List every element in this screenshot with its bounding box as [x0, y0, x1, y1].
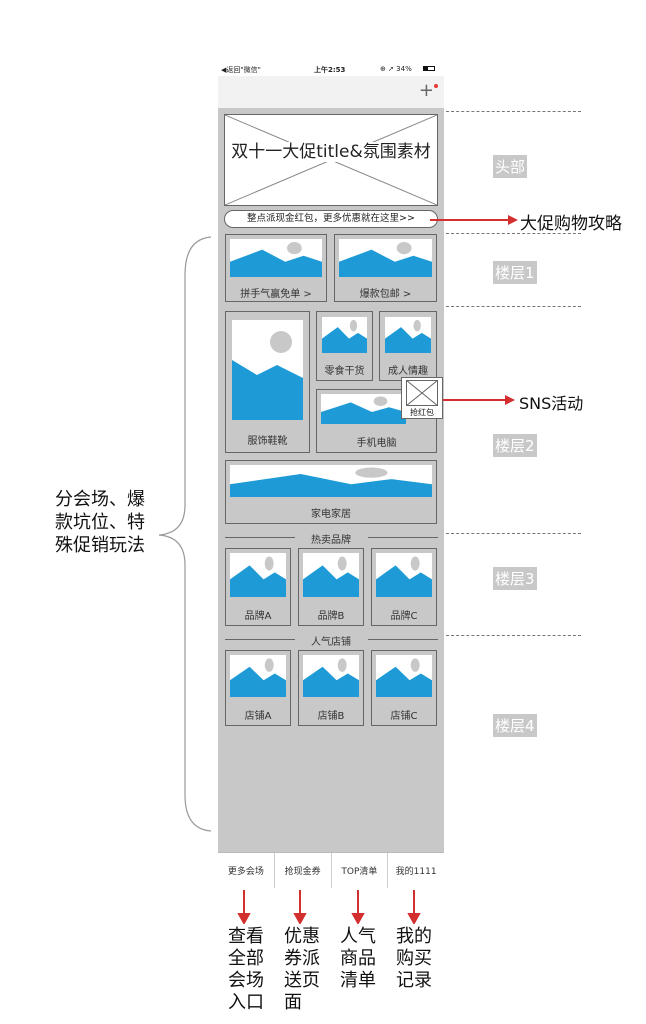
shop-card-a[interactable]: 店铺A: [225, 650, 291, 726]
card-label: 成人情趣: [388, 366, 428, 377]
header-banner[interactable]: 双十一大促title&氛围素材: [224, 114, 438, 206]
phone-mockup: ◀返回"微信" 上午2:53 ⊕ ➚ 34% + 双十一大促title&氛围素材…: [218, 62, 444, 888]
floor4-title: 人气店铺: [311, 637, 351, 648]
image-placeholder-icon: [322, 317, 367, 353]
sns-red-envelope[interactable]: 抢红包: [401, 377, 443, 419]
card-label: 手机电脑: [356, 438, 397, 449]
envelope-placeholder-icon: [406, 380, 438, 406]
tab-top-list[interactable]: TOP清单: [332, 853, 389, 888]
image-placeholder-icon: [230, 553, 286, 597]
floor-label-header: 头部: [493, 155, 528, 178]
floor-label-3: 楼层3: [493, 567, 537, 590]
floor-label-1: 楼层1: [493, 261, 537, 284]
tab-cash-coupon[interactable]: 抢现金券: [275, 853, 332, 888]
separator-dash: [446, 111, 581, 112]
image-placeholder-icon: [376, 655, 432, 697]
separator-dash: [446, 533, 581, 534]
floor2-card-full[interactable]: 家电家居: [225, 460, 437, 524]
separator-dash: [446, 306, 581, 307]
image-placeholder-icon: [230, 465, 432, 497]
image-placeholder-icon: [232, 320, 303, 420]
floor-label-2: 楼层2: [493, 434, 537, 457]
floor1-card-1[interactable]: 拼手气赢免单 >: [225, 234, 327, 302]
card-label: 爆款包邮 >: [359, 289, 412, 300]
image-placeholder-icon: [303, 553, 359, 597]
tab-note-3: 人气商品清单: [340, 926, 376, 991]
sns-label: 抢红包: [410, 408, 434, 417]
status-bar: ◀返回"微信" 上午2:53 ⊕ ➚ 34%: [218, 62, 444, 76]
bottom-tab-bar: 更多会场 抢现金券 TOP清单 我的1111: [218, 852, 444, 888]
separator-dash: [446, 233, 581, 234]
card-label: 店铺B: [317, 711, 345, 722]
image-placeholder-icon: [339, 239, 432, 277]
back-to-wechat[interactable]: ◀返回"微信": [221, 66, 261, 74]
image-placeholder-icon: [321, 394, 406, 424]
plus-icon[interactable]: +: [418, 80, 434, 101]
status-right: ⊕ ➚ 34%: [380, 65, 412, 73]
card-label: 店铺A: [244, 711, 272, 722]
floor-label-4: 楼层4: [493, 714, 537, 737]
brand-card-b[interactable]: 品牌B: [298, 548, 364, 626]
arrow-right-icon: [443, 395, 515, 405]
card-label: 家电家居: [311, 509, 351, 520]
tab-my-1111[interactable]: 我的1111: [395, 867, 437, 877]
image-placeholder-icon: [230, 239, 322, 277]
shop-card-c[interactable]: 店铺C: [371, 650, 437, 726]
floor2-card-small-2[interactable]: 成人情趣: [379, 311, 437, 381]
annotation-left: 分会场、爆款坑位、特殊促销玩法: [55, 489, 145, 556]
image-placeholder-icon: [385, 317, 431, 353]
annotation-promo-guide: 大促购物攻略: [520, 214, 622, 234]
tab-more-venues[interactable]: 更多会场: [218, 853, 275, 888]
card-label: 拼手气赢免单 >: [240, 289, 312, 300]
image-placeholder-icon: [230, 655, 286, 697]
divider-line: [368, 537, 438, 538]
separator-dash: [446, 635, 581, 636]
annotation-sns: SNS活动: [519, 394, 584, 413]
curly-brace-icon: [158, 236, 212, 832]
divider-line: [368, 639, 438, 640]
battery-icon: [423, 66, 435, 71]
tab-note-2: 优惠券派送页面: [284, 926, 320, 1013]
floor2-card-small-1[interactable]: 零食干货: [316, 311, 373, 381]
banner-title: 双十一大促title&氛围素材: [231, 142, 431, 162]
floor2-card-large[interactable]: 服饰鞋靴: [225, 311, 310, 453]
tab-note-4: 我的购买记录: [396, 926, 432, 991]
divider-line: [225, 639, 295, 640]
brand-card-a[interactable]: 品牌A: [225, 548, 291, 626]
divider-line: [225, 537, 295, 538]
nav-bar: +: [218, 76, 444, 108]
down-arrows-icon: [237, 890, 421, 924]
card-label: 品牌B: [317, 611, 345, 622]
floor3-title: 热卖品牌: [311, 535, 351, 546]
card-label: 品牌A: [244, 611, 272, 622]
promo-bar[interactable]: 整点派现金红包，更多优惠就在这里>>: [224, 210, 438, 228]
image-placeholder-icon: [303, 655, 359, 697]
arrow-right-icon: [430, 215, 518, 225]
shop-card-b[interactable]: 店铺B: [298, 650, 364, 726]
card-label: 品牌C: [390, 611, 418, 622]
floor1-card-2[interactable]: 爆款包邮 >: [334, 234, 437, 302]
image-placeholder-icon: [376, 553, 432, 597]
status-time: 上午2:53: [314, 66, 346, 74]
card-label: 店铺C: [390, 711, 418, 722]
tab-note-1: 查看全部会场入口: [228, 926, 264, 1013]
brand-card-c[interactable]: 品牌C: [371, 548, 437, 626]
notification-dot: [434, 84, 438, 88]
card-label: 零食干货: [324, 366, 365, 377]
card-label: 服饰鞋靴: [247, 436, 288, 447]
